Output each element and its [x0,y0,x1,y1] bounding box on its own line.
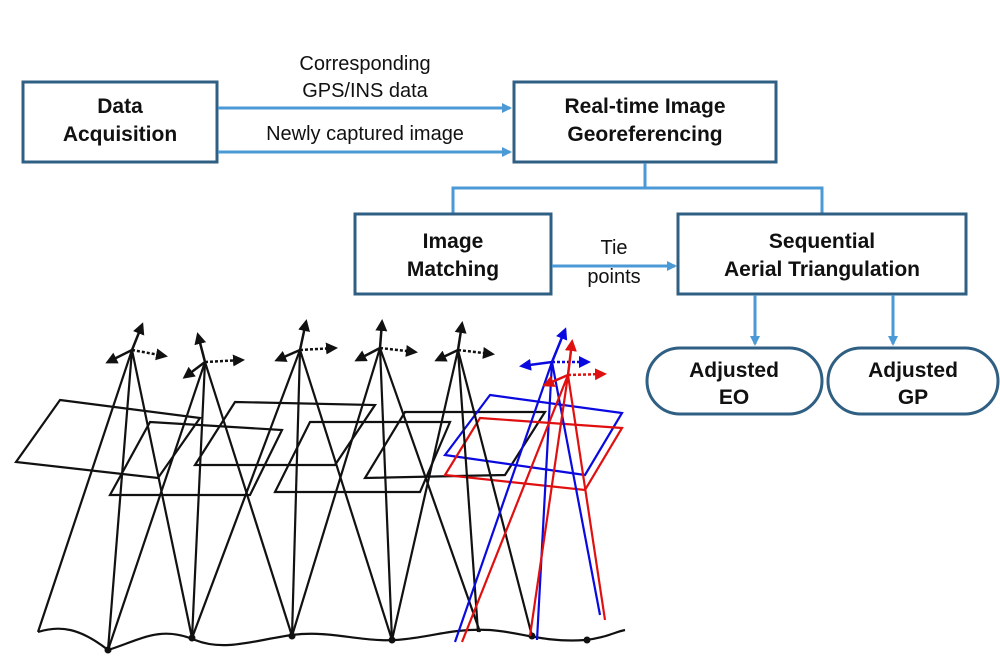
box-image-matching-line1: Image [423,230,484,253]
box-realtime-georeferencing-line1: Real-time Image [564,95,725,118]
box-adjusted-eo-line1: Adjusted [689,359,779,382]
camera-rays-red [460,374,607,643]
box-adjusted-eo-line2: EO [719,386,749,409]
box-sequential-at: Sequential Aerial Triangulation [676,212,968,296]
aerial-triangulation-sketch [14,319,626,654]
image-frame [273,420,452,494]
edge-label-gps-ins-line1: Corresponding [299,53,430,75]
edge-label-tie-line1: Tie [600,237,627,259]
box-data-acquisition-line2: Acquisition [63,123,177,146]
connector-georef-split [451,163,824,214]
camera-rays-blue [453,361,602,643]
image-frame [363,410,548,480]
ground-point [583,636,591,644]
edge-label-tie-line2: points [587,266,640,288]
image-frame [192,400,378,467]
box-adjusted-gp-line1: Adjusted [868,359,958,382]
box-data-acquisition: Data Acquisition [21,80,219,164]
edge-label-new-image: Newly captured image [266,123,464,145]
box-adjusted-gp-line2: GP [898,386,928,409]
image-frame-new-blue [443,393,624,477]
box-sequential-at-line2: Aerial Triangulation [724,258,920,281]
image-frame [14,398,202,480]
box-image-matching-line2: Matching [407,258,499,281]
box-sequential-at-line1: Sequential [769,230,875,253]
box-realtime-georeferencing-line2: Georeferencing [567,123,722,146]
image-frame [108,420,284,497]
box-realtime-georeferencing: Real-time Image Georeferencing [512,80,778,164]
box-image-matching: Image Matching [353,212,553,296]
box-adjusted-eo: Adjusted EO [645,346,824,416]
box-data-acquisition-line1: Data [97,95,143,118]
camera-axes-new [519,327,607,387]
box-adjusted-gp: Adjusted GP [826,346,1000,416]
camera-rays-black [36,347,534,651]
terrain-line [37,627,626,652]
edge-label-gps-ins-line2: GPS/INS data [302,80,428,102]
camera-axes-black [105,319,495,379]
